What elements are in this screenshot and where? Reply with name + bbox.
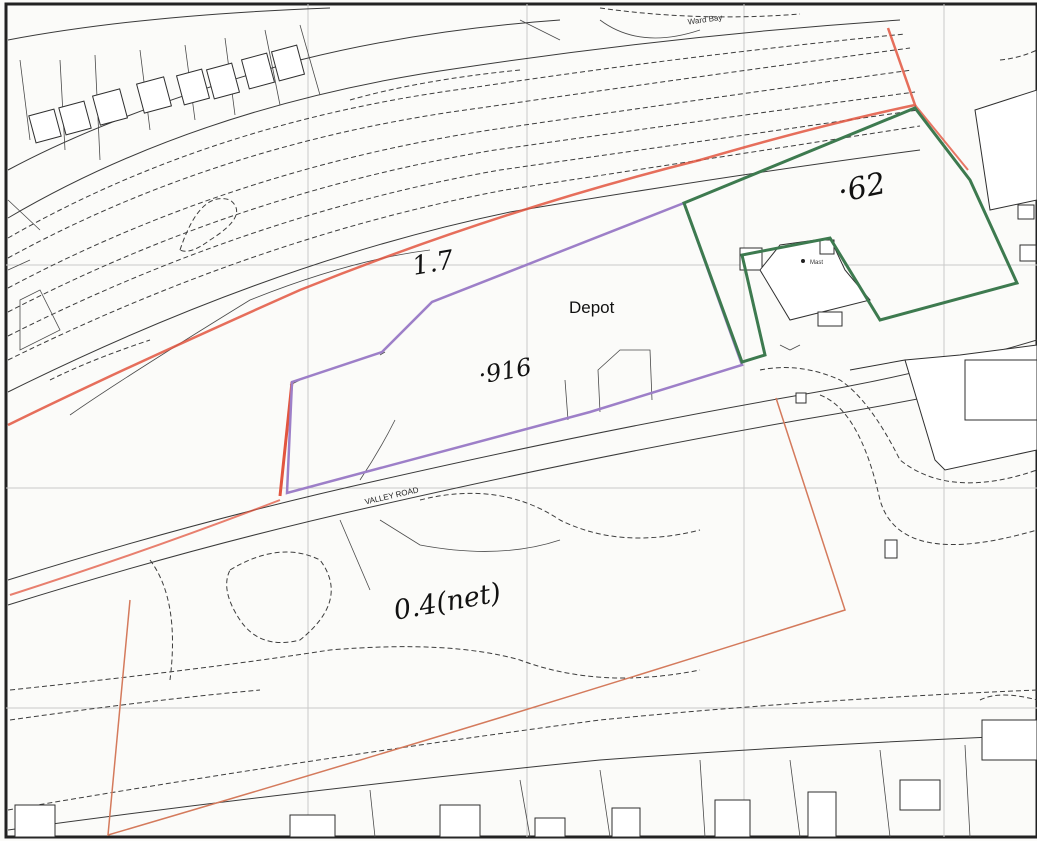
map-grid — [6, 4, 1037, 837]
area-label-southern: 0.4(net) — [391, 577, 503, 626]
valley-road — [7, 339, 1037, 606]
mast-label: Mast — [810, 260, 823, 266]
street-label-top: Ward Bay — [687, 13, 723, 27]
north-housing — [7, 7, 801, 351]
area-label-green: ·62 — [835, 166, 889, 210]
mast-marker — [801, 259, 805, 263]
depot-parcel-boundary — [285, 201, 744, 495]
depot-label: Depot — [569, 298, 615, 317]
area-label-depot: ·916 — [476, 353, 533, 390]
green-parcel-boundary — [682, 106, 1020, 364]
railway-corridor — [7, 19, 921, 416]
southern-parcel-boundary — [107, 397, 846, 837]
map-frame — [4, 2, 1037, 839]
south-features — [7, 492, 1037, 838]
depot-buildings — [289, 237, 871, 481]
area-label-total: 1.7 — [410, 245, 456, 282]
east-buildings — [849, 49, 1037, 559]
